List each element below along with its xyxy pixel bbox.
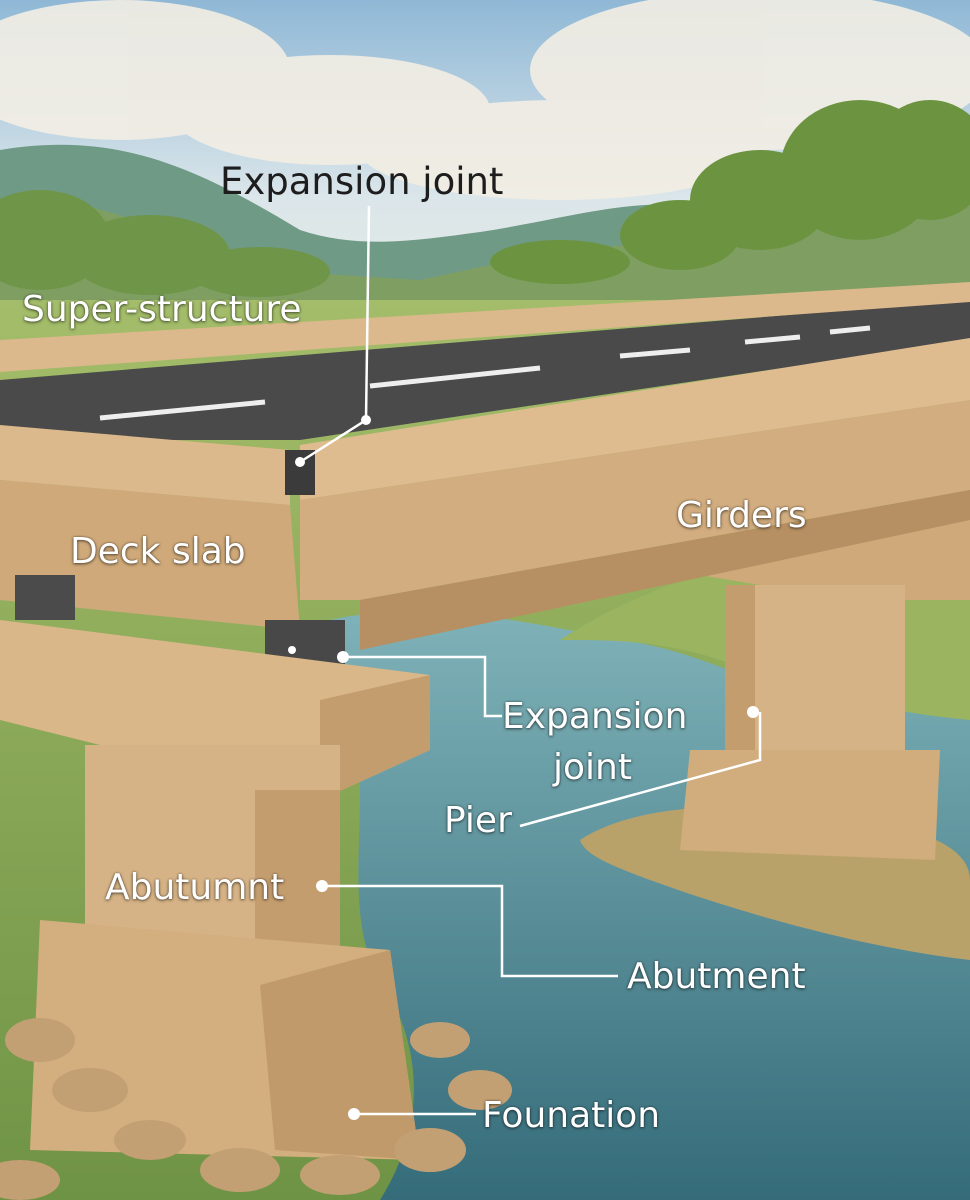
label-pier: Pier xyxy=(444,800,512,841)
label-expansion-joint-top: Expansion joint xyxy=(220,160,504,203)
label-super-structure: Super-structure xyxy=(22,289,302,330)
left-deck-edge xyxy=(0,425,290,505)
leader-dots xyxy=(288,415,759,1120)
leader-abutment xyxy=(322,884,618,978)
leader-expansion-joint-mid xyxy=(343,655,502,718)
label-deck-slab: Deck slab xyxy=(70,531,246,572)
lane-markings xyxy=(99,325,871,421)
label-abutment: Abutment xyxy=(627,956,806,997)
far-pier-footing xyxy=(680,750,940,860)
far-parapet xyxy=(0,282,970,372)
foundation-rocks xyxy=(0,1018,512,1200)
bearing-left xyxy=(15,575,75,620)
leader-pier xyxy=(519,712,762,828)
main-girder xyxy=(300,400,970,600)
label-expansion-joint-mid-line1: Expansion xyxy=(502,696,688,737)
trees-right xyxy=(490,100,970,284)
label-abutumnt: Abutumnt xyxy=(105,867,285,908)
label-founation: Founation xyxy=(482,1095,661,1136)
trees-left xyxy=(0,190,330,297)
label-girders: Girders xyxy=(676,495,807,536)
label-expansion-joint-mid-line2: joint xyxy=(553,747,632,788)
girder-underside xyxy=(360,490,970,650)
near-parapet xyxy=(300,338,970,500)
